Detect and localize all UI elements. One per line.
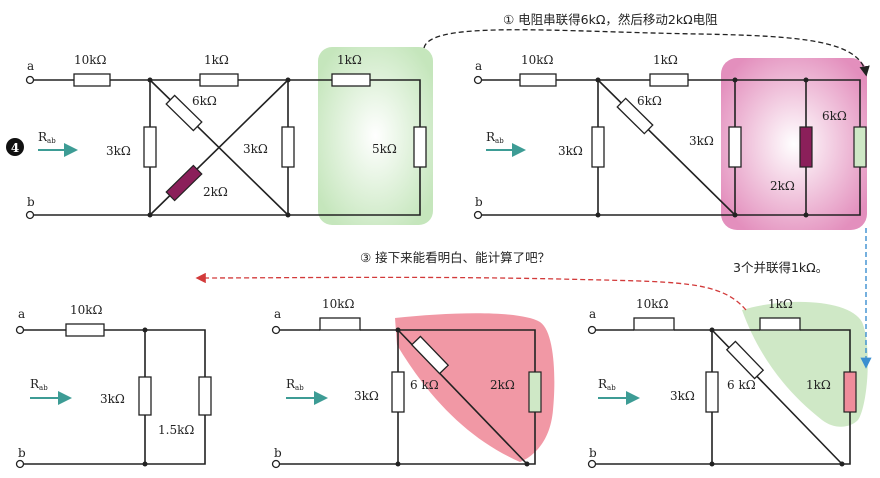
label-10k: 10kΩ <box>70 303 103 317</box>
resistor-5k <box>413 126 427 168</box>
step2-note: 3个并联得1kΩ。 <box>733 260 828 275</box>
resistor-10k <box>65 323 105 337</box>
step1-note: ① 电阻串联得6kΩ，然后移动2kΩ电阻 <box>503 12 718 27</box>
label-10k: 10kΩ <box>521 53 554 67</box>
step1-dashed-arrow <box>423 29 870 77</box>
terminal-a: a <box>18 307 25 321</box>
resistor-1k-green <box>331 73 371 87</box>
resistor-1k-top <box>759 317 801 331</box>
resistor-3k <box>391 371 405 413</box>
label-3k: 3kΩ <box>354 389 379 403</box>
label-3k: 3kΩ <box>670 389 695 403</box>
label-5k: 5kΩ <box>372 142 397 156</box>
resistor-10k <box>633 317 675 331</box>
resistor-2k-purple <box>165 164 203 202</box>
rab-label: Rab <box>38 130 56 145</box>
resistor-3k-mid <box>728 126 742 168</box>
resistor-10k <box>319 317 361 331</box>
label-6k: 6kΩ <box>637 94 662 108</box>
pink-highlight <box>721 58 867 230</box>
resistor-1k-top <box>649 73 689 87</box>
label-10k: 10kΩ <box>636 297 669 311</box>
label-6k: 6kΩ <box>192 94 217 108</box>
resistor-3k <box>705 371 719 413</box>
label-2k: 2kΩ <box>203 185 228 199</box>
label-2k: 2kΩ <box>770 179 795 193</box>
label-2k: 2kΩ <box>490 378 515 392</box>
resistor-3k-left <box>591 126 605 168</box>
label-6k: 6 kΩ <box>727 378 756 392</box>
step3-dashed-arrow <box>195 272 747 311</box>
terminal-a: a <box>274 307 281 321</box>
label-6k-right: 6kΩ <box>822 109 847 123</box>
label-1k-top: 1kΩ <box>768 297 793 311</box>
circuit-5: a b 10kΩ 1kΩ 3kΩ 6 kΩ 1kΩ Rab <box>587 297 868 469</box>
label-1-5k: 1.5kΩ <box>158 423 194 437</box>
resistor-2k-green <box>528 371 542 413</box>
label-1k-top: 1kΩ <box>204 53 229 67</box>
terminal-b: b <box>274 446 282 460</box>
resistor-6k-diag <box>725 340 765 380</box>
label-3k: 3kΩ <box>100 392 125 406</box>
label-10k: 10kΩ <box>322 297 355 311</box>
resistor-3k-right <box>281 126 295 168</box>
resistor-10k <box>519 73 557 87</box>
resistor-6k-green <box>853 126 867 168</box>
terminal-a: a <box>475 59 482 73</box>
red-highlight <box>395 313 555 462</box>
terminal-b: b <box>18 446 26 460</box>
step3-note: ③ 接下来能看明白、能计算了吧？ <box>360 250 550 265</box>
resistor-3k <box>138 376 152 416</box>
label-1k-top: 1kΩ <box>653 53 678 67</box>
rab-label: Rab <box>598 377 616 392</box>
resistor-1-5k <box>198 376 212 416</box>
label-3k-mid: 3kΩ <box>689 134 714 148</box>
resistor-2k-purple <box>799 126 813 168</box>
circuit-3: a b 10kΩ 3kΩ 1.5kΩ Rab <box>15 303 212 469</box>
terminal-b: b <box>475 195 483 209</box>
circuit-4: a b 10kΩ 3kΩ 6 kΩ 2kΩ Rab <box>271 297 555 469</box>
label-3k-right: 3kΩ <box>243 142 268 156</box>
circuit-2: a b 10kΩ 1kΩ 6kΩ 3kΩ 3kΩ 2kΩ 6kΩ Rab <box>473 53 867 230</box>
resistor-6k-diag <box>616 97 654 135</box>
rab-label: Rab <box>286 377 304 392</box>
resistor-10k <box>73 73 111 87</box>
rab-label: Rab <box>30 377 48 392</box>
rab-label: Rab <box>486 130 504 145</box>
resistor-6k-diag <box>165 94 203 132</box>
step-badge: 4 <box>6 138 24 156</box>
terminal-a: a <box>27 59 34 73</box>
circuit-1: 4 a b 10kΩ 1kΩ 6kΩ 2kΩ 3kΩ 3kΩ 1kΩ 5kΩ R… <box>6 47 433 225</box>
terminal-b: b <box>27 195 35 209</box>
label-10k: 10kΩ <box>74 53 107 67</box>
svg-text:4: 4 <box>11 141 19 155</box>
label-3k-left: 3kΩ <box>106 144 131 158</box>
resistor-1k-top <box>199 73 239 87</box>
resistor-3k-left <box>143 126 157 168</box>
label-6k: 6 kΩ <box>410 378 439 392</box>
label-1k-green: 1kΩ <box>337 53 362 67</box>
terminal-a: a <box>589 307 596 321</box>
terminal-b: b <box>589 446 597 460</box>
label-1k-right: 1kΩ <box>806 378 831 392</box>
resistor-1k-red <box>843 371 857 413</box>
resistor-6k-diag <box>410 335 450 375</box>
green-highlight <box>742 301 868 427</box>
label-3k-left: 3kΩ <box>558 144 583 158</box>
green-highlight <box>318 47 433 225</box>
